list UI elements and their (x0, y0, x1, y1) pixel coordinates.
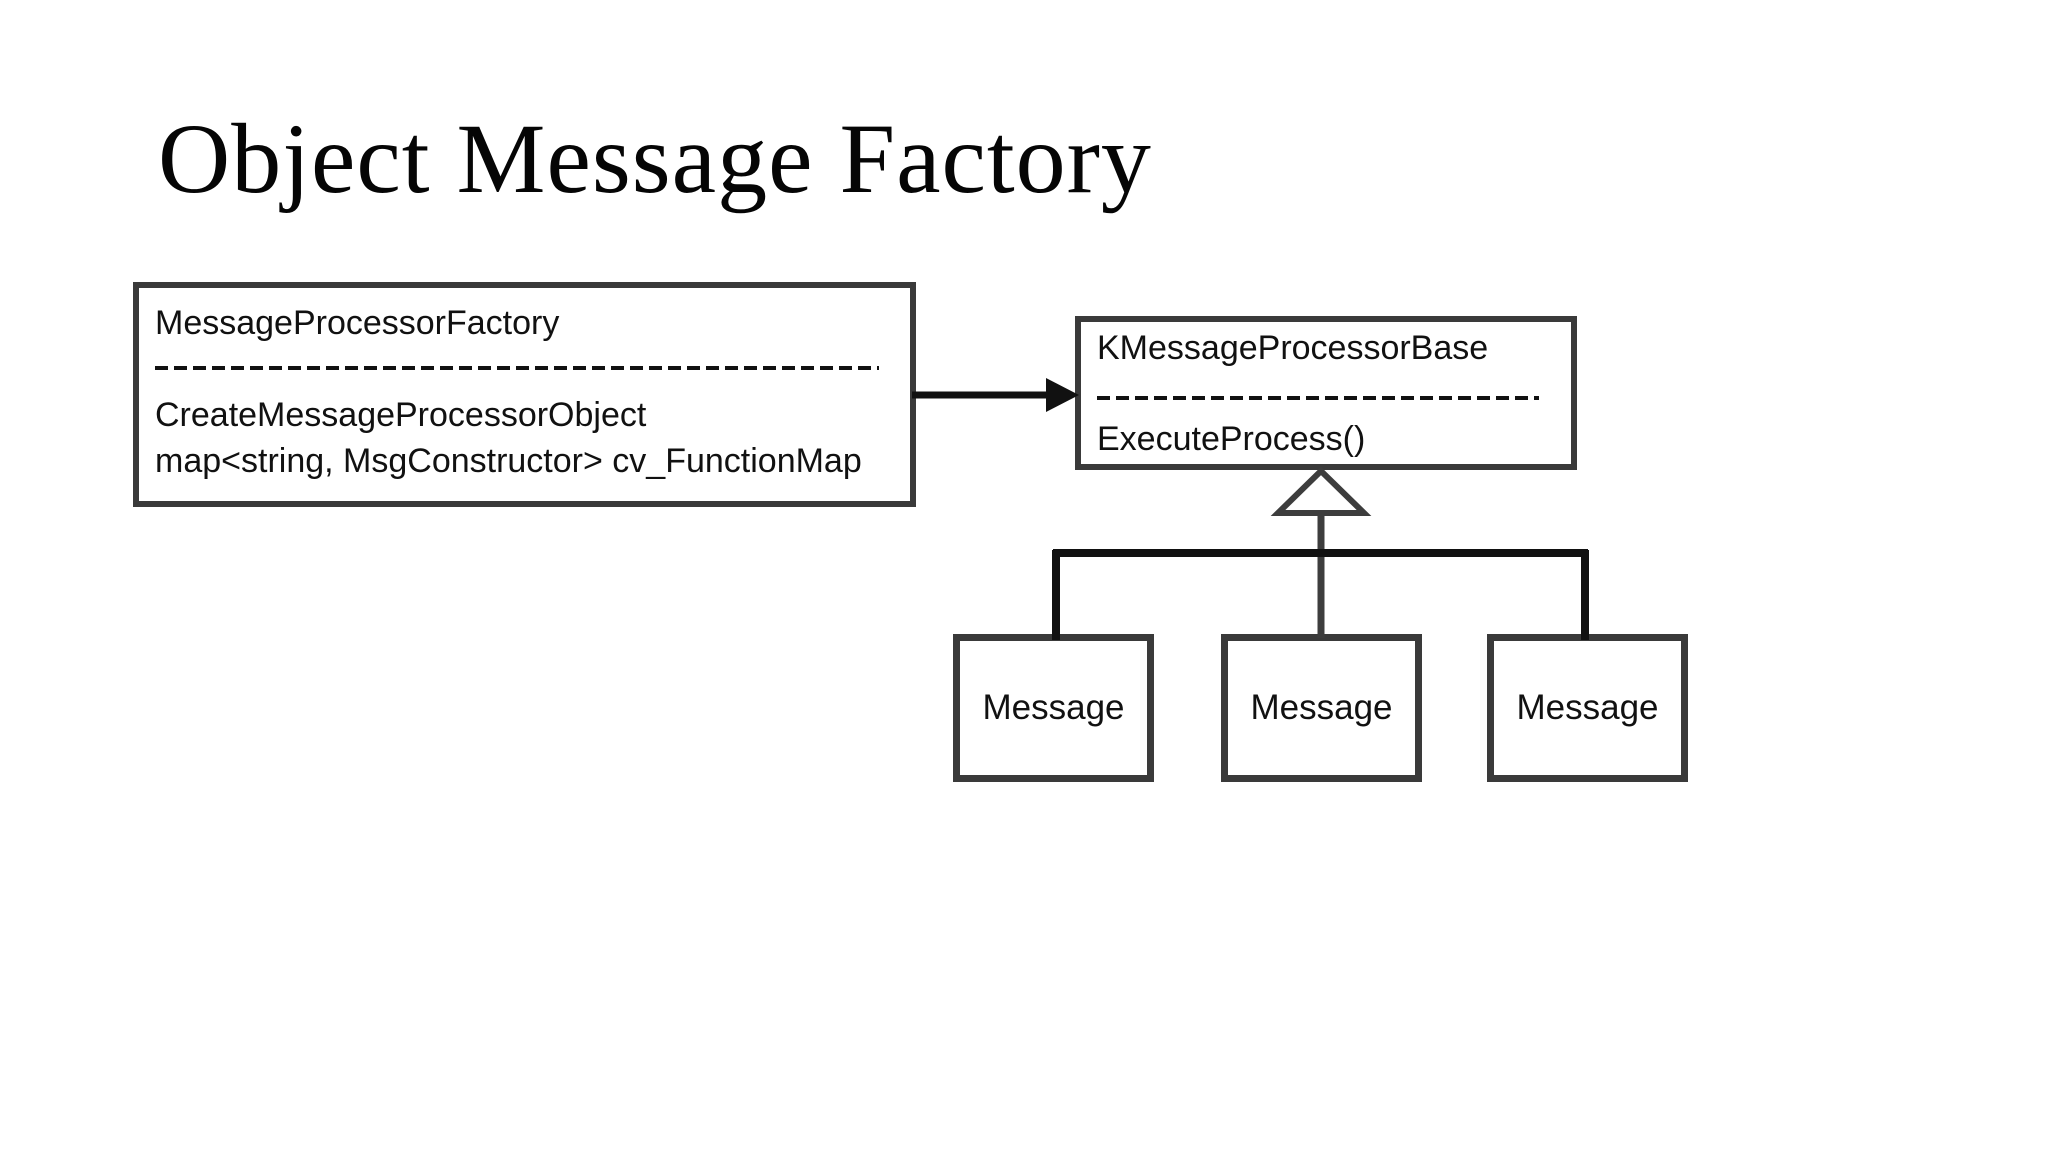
class-box-messageprocessorfactory: MessageProcessorFactory CreateMessagePro… (133, 282, 916, 507)
class-box-message-3: Message (1487, 634, 1688, 782)
base-separator-dashed (1097, 396, 1539, 400)
class-box-message-1: Message (953, 634, 1154, 782)
message-class-name: Message (1250, 688, 1393, 727)
factory-class-name: MessageProcessorFactory (155, 304, 560, 342)
base-member-executeprocess-method: ExecuteProcess() (1097, 420, 1366, 458)
factory-member-create-method: CreateMessageProcessorObject (155, 396, 647, 434)
factory-member-function-map-field: map<string, MsgConstructor> cv_FunctionM… (155, 442, 862, 480)
base-class-name: KMessageProcessorBase (1097, 329, 1489, 367)
message-class-name: Message (982, 688, 1125, 727)
inheritance-triangle-icon (1270, 466, 1372, 516)
class-box-message-2: Message (1221, 634, 1422, 782)
class-box-kmessageprocessorbase: KMessageProcessorBase ExecuteProcess() (1075, 316, 1577, 470)
factory-separator-dashed (155, 366, 879, 370)
message-class-name: Message (1516, 688, 1659, 727)
slide-title: Object Message Factory (158, 103, 1152, 214)
